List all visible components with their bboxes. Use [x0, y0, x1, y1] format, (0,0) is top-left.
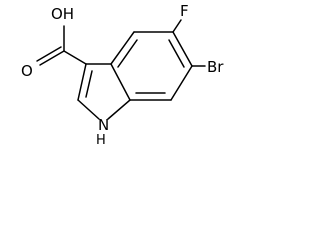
- label-nh-hydrogen: H: [96, 133, 106, 148]
- label-fluorine: F: [180, 2, 189, 20]
- bond-c5-f: [172, 19, 182, 33]
- label-ring-n: N: [98, 116, 109, 134]
- molecule-drawing: OH O F Br N H: [21, 2, 224, 148]
- bond-c6-c7: [170, 65, 193, 101]
- bond-c3-c2: [77, 63, 87, 101]
- label-carbonyl-o: O: [21, 62, 33, 80]
- bond-c2-n1: [77, 99, 100, 120]
- bond-c5-c6: [172, 31, 193, 67]
- bond-c3-c2-inner: [85, 70, 93, 98]
- bond-carbonyl-c-c3: [63, 50, 87, 65]
- label-bromine: Br: [207, 58, 224, 76]
- bond-c3a-c4-inner: [117, 39, 138, 68]
- bond-c-o-double-b: [36, 46, 62, 62]
- bond-c-o-double-a: [39, 50, 65, 66]
- bond-c5-c6-inner: [168, 39, 185, 68]
- bond-c3a-c7a: [110, 63, 131, 101]
- bond-c3a-c4: [110, 31, 135, 65]
- bond-n1-c7a: [107, 99, 131, 120]
- label-carboxyl-oh: OH: [51, 5, 74, 23]
- structure-canvas: OH O F Br N H: [21, 2, 224, 148]
